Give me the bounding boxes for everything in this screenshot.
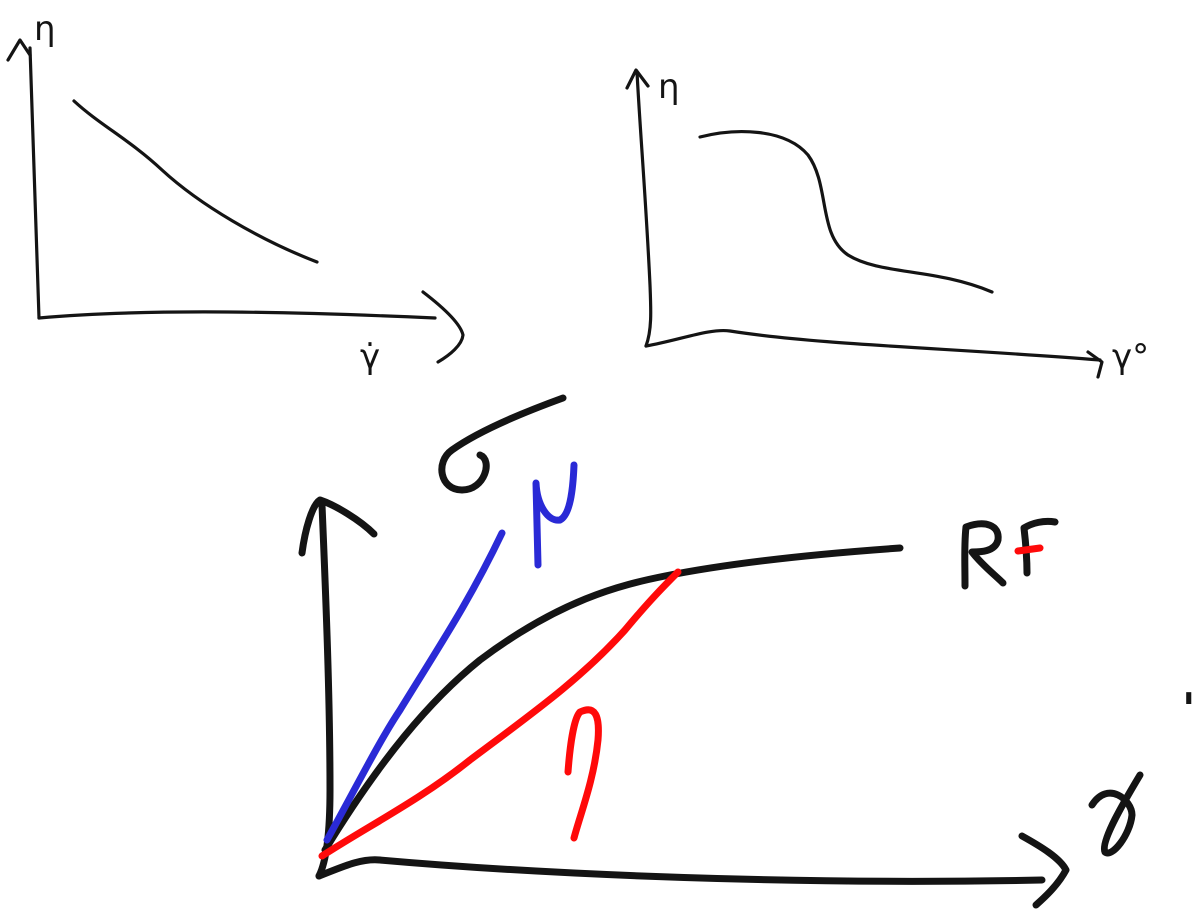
material-response-curve (321, 544, 904, 854)
curve-label-rf (961, 517, 1059, 590)
sigmoid-curve (698, 130, 994, 294)
secant-line (318, 568, 682, 860)
y-axis-label: η (658, 67, 680, 107)
label-mu (532, 461, 578, 569)
x-axis-label: γ° (1112, 337, 1149, 377)
curve-label-letter-f (1020, 517, 1059, 577)
x-axis-line (315, 856, 1046, 885)
x-axis-label-gamma (1088, 771, 1144, 857)
x-axis-arrowhead (1086, 350, 1104, 379)
y-axis-arrowhead (298, 496, 378, 557)
x-axis-arrowhead (421, 290, 465, 364)
sketch-viscosity-vs-shear-rate: η γ̇ (6, 9, 465, 377)
initial-slope-line (323, 529, 506, 844)
y-axis-arrowhead (6, 38, 32, 62)
x-axis-label: γ̇ (360, 337, 380, 377)
y-axis-label-sigma (438, 394, 567, 494)
curve-label-red-tick (1014, 544, 1044, 555)
y-axis-line (635, 70, 653, 348)
y-axis-arrowhead (625, 68, 650, 90)
curve-label-letter-r (961, 520, 1007, 590)
sketch-stress-vs-strain: ' (298, 394, 1195, 909)
y-axis-line (28, 46, 41, 320)
x-axis-label-mark: ' (1182, 684, 1195, 735)
y-axis-label: η (34, 9, 56, 49)
shear-thinning-curve (72, 99, 319, 264)
x-axis-line (37, 310, 437, 320)
x-axis-line (644, 328, 1102, 362)
label-eta (564, 706, 602, 842)
sketch-viscosity-vs-strain: η γ° (625, 67, 1149, 379)
x-axis-arrowhead (1018, 832, 1070, 909)
y-axis-line (315, 501, 334, 880)
